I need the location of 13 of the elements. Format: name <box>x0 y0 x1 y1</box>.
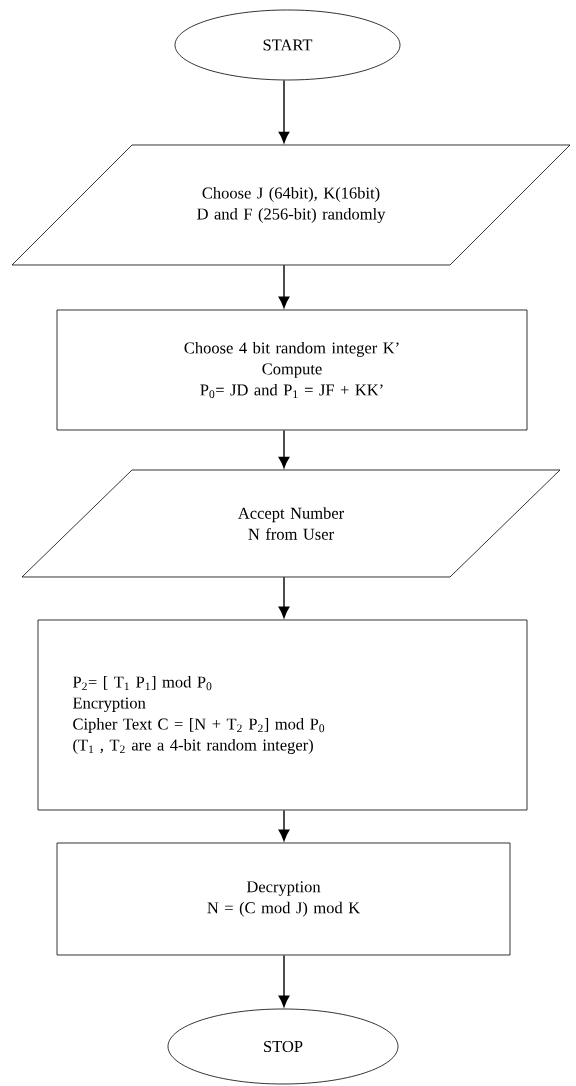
arrow <box>278 809 290 841</box>
stop-terminal: STOP <box>167 1008 399 1085</box>
arrow <box>278 576 290 618</box>
arrow <box>278 954 290 1007</box>
process-box: Choose 4 bit random integer K’ Compute P$_{0}$= JD and P$_{1}$ = JF + KK’ <box>56 309 528 431</box>
process-box: P$_{2}$= [ T$_{1}$ P$_{1}$] mod P$_{0}$ Encryption Cipher Text C = [N + T$_{2}$ P$_{2}$] mod P$_{0}$ (T$_{1}$ , T$_{2}$ are a 4-bit random integer) <box>37 619 528 811</box>
process-box: Decryption N = (C mod J) mod K <box>56 842 511 956</box>
start-terminal: START <box>174 9 401 81</box>
arrow <box>278 79 290 144</box>
input-parallelogram: Accept Number N from User <box>21 469 561 578</box>
input-parallelogram: Choose J (64bit), K(16bit) D and F (256-bit) randomly <box>11 144 571 266</box>
arrow <box>278 429 290 469</box>
arrow <box>278 264 290 308</box>
